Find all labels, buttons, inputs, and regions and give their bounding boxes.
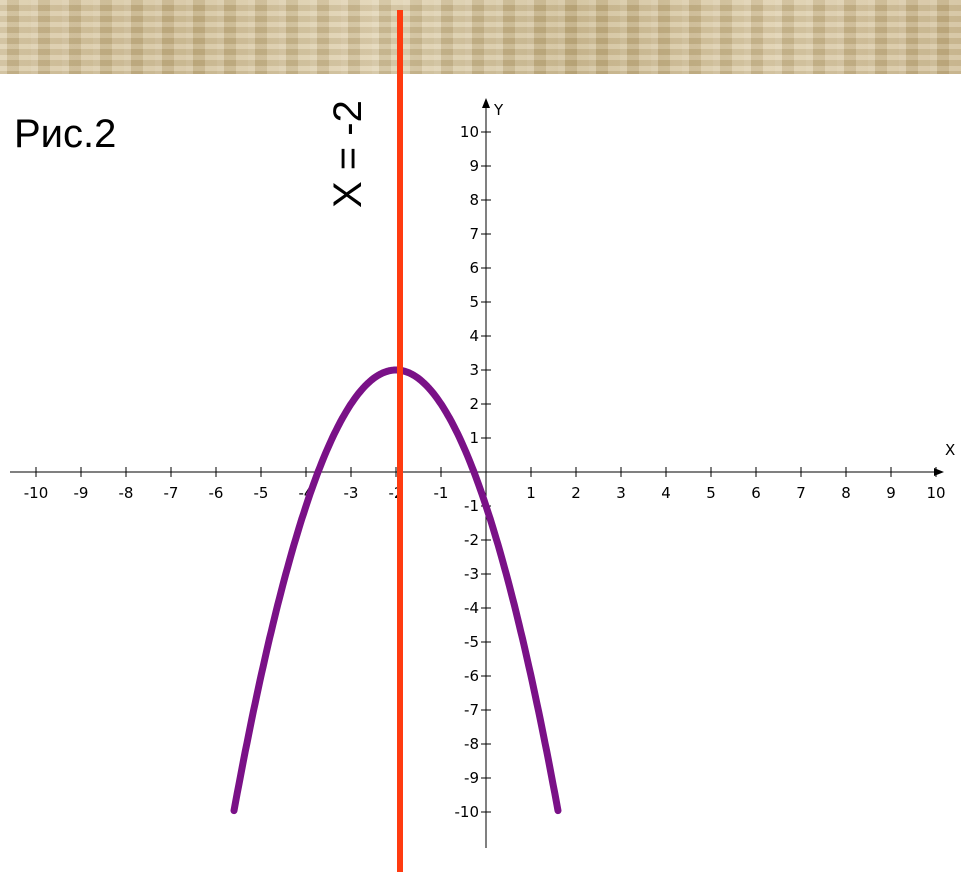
y-tick-label: -2 [464,531,479,549]
x-tick-label: 7 [796,484,806,502]
x-tick-label: -6 [209,484,224,502]
y-tick-label: -1 [464,497,479,515]
y-tick-label: -10 [455,803,480,821]
vertical-line-label: X = -2 [326,100,370,208]
y-tick-label: 10 [460,123,479,141]
figure-label: Рис.2 [14,112,117,156]
y-tick-label: 8 [469,191,479,209]
x-tick-label: 10 [926,484,945,502]
x-tick-label: 1 [526,484,536,502]
y-tick-label: 5 [469,293,479,311]
x-tick-label: -3 [344,484,359,502]
x-tick-label: 3 [616,484,626,502]
x-tick-label: 9 [886,484,896,502]
y-tick-label: 3 [469,361,479,379]
y-tick-label: -7 [464,701,479,719]
y-tick-label: -9 [464,769,479,787]
y-axis-arrow [482,98,490,108]
x-tick-label: 5 [706,484,716,502]
y-tick-label: 1 [469,429,479,447]
x-tick-label: 2 [571,484,581,502]
x-tick-label: -5 [254,484,269,502]
x-tick-label: 8 [841,484,851,502]
x-tick-label: -7 [164,484,179,502]
x-tick-label: -10 [24,484,49,502]
x-tick-label: -9 [74,484,89,502]
x-tick-label: 6 [751,484,761,502]
y-tick-label: -5 [464,633,479,651]
x-axis-name: X [945,441,955,459]
y-tick-label: 7 [469,225,479,243]
y-tick-label: -6 [464,667,479,685]
parabola-curve [230,366,562,815]
y-tick-label: 9 [469,157,479,175]
y-tick-label: -8 [464,735,479,753]
x-tick-label: -1 [434,484,449,502]
y-tick-label: 4 [469,327,479,345]
x-tick-label: 4 [661,484,671,502]
y-tick-label: 6 [469,259,479,277]
y-tick-label: -3 [464,565,479,583]
y-tick-label: -4 [464,599,479,617]
x-tick-label: -8 [119,484,134,502]
decorative-banner [0,0,961,74]
y-tick-label: 2 [469,395,479,413]
y-axis-name: Y [493,101,504,119]
